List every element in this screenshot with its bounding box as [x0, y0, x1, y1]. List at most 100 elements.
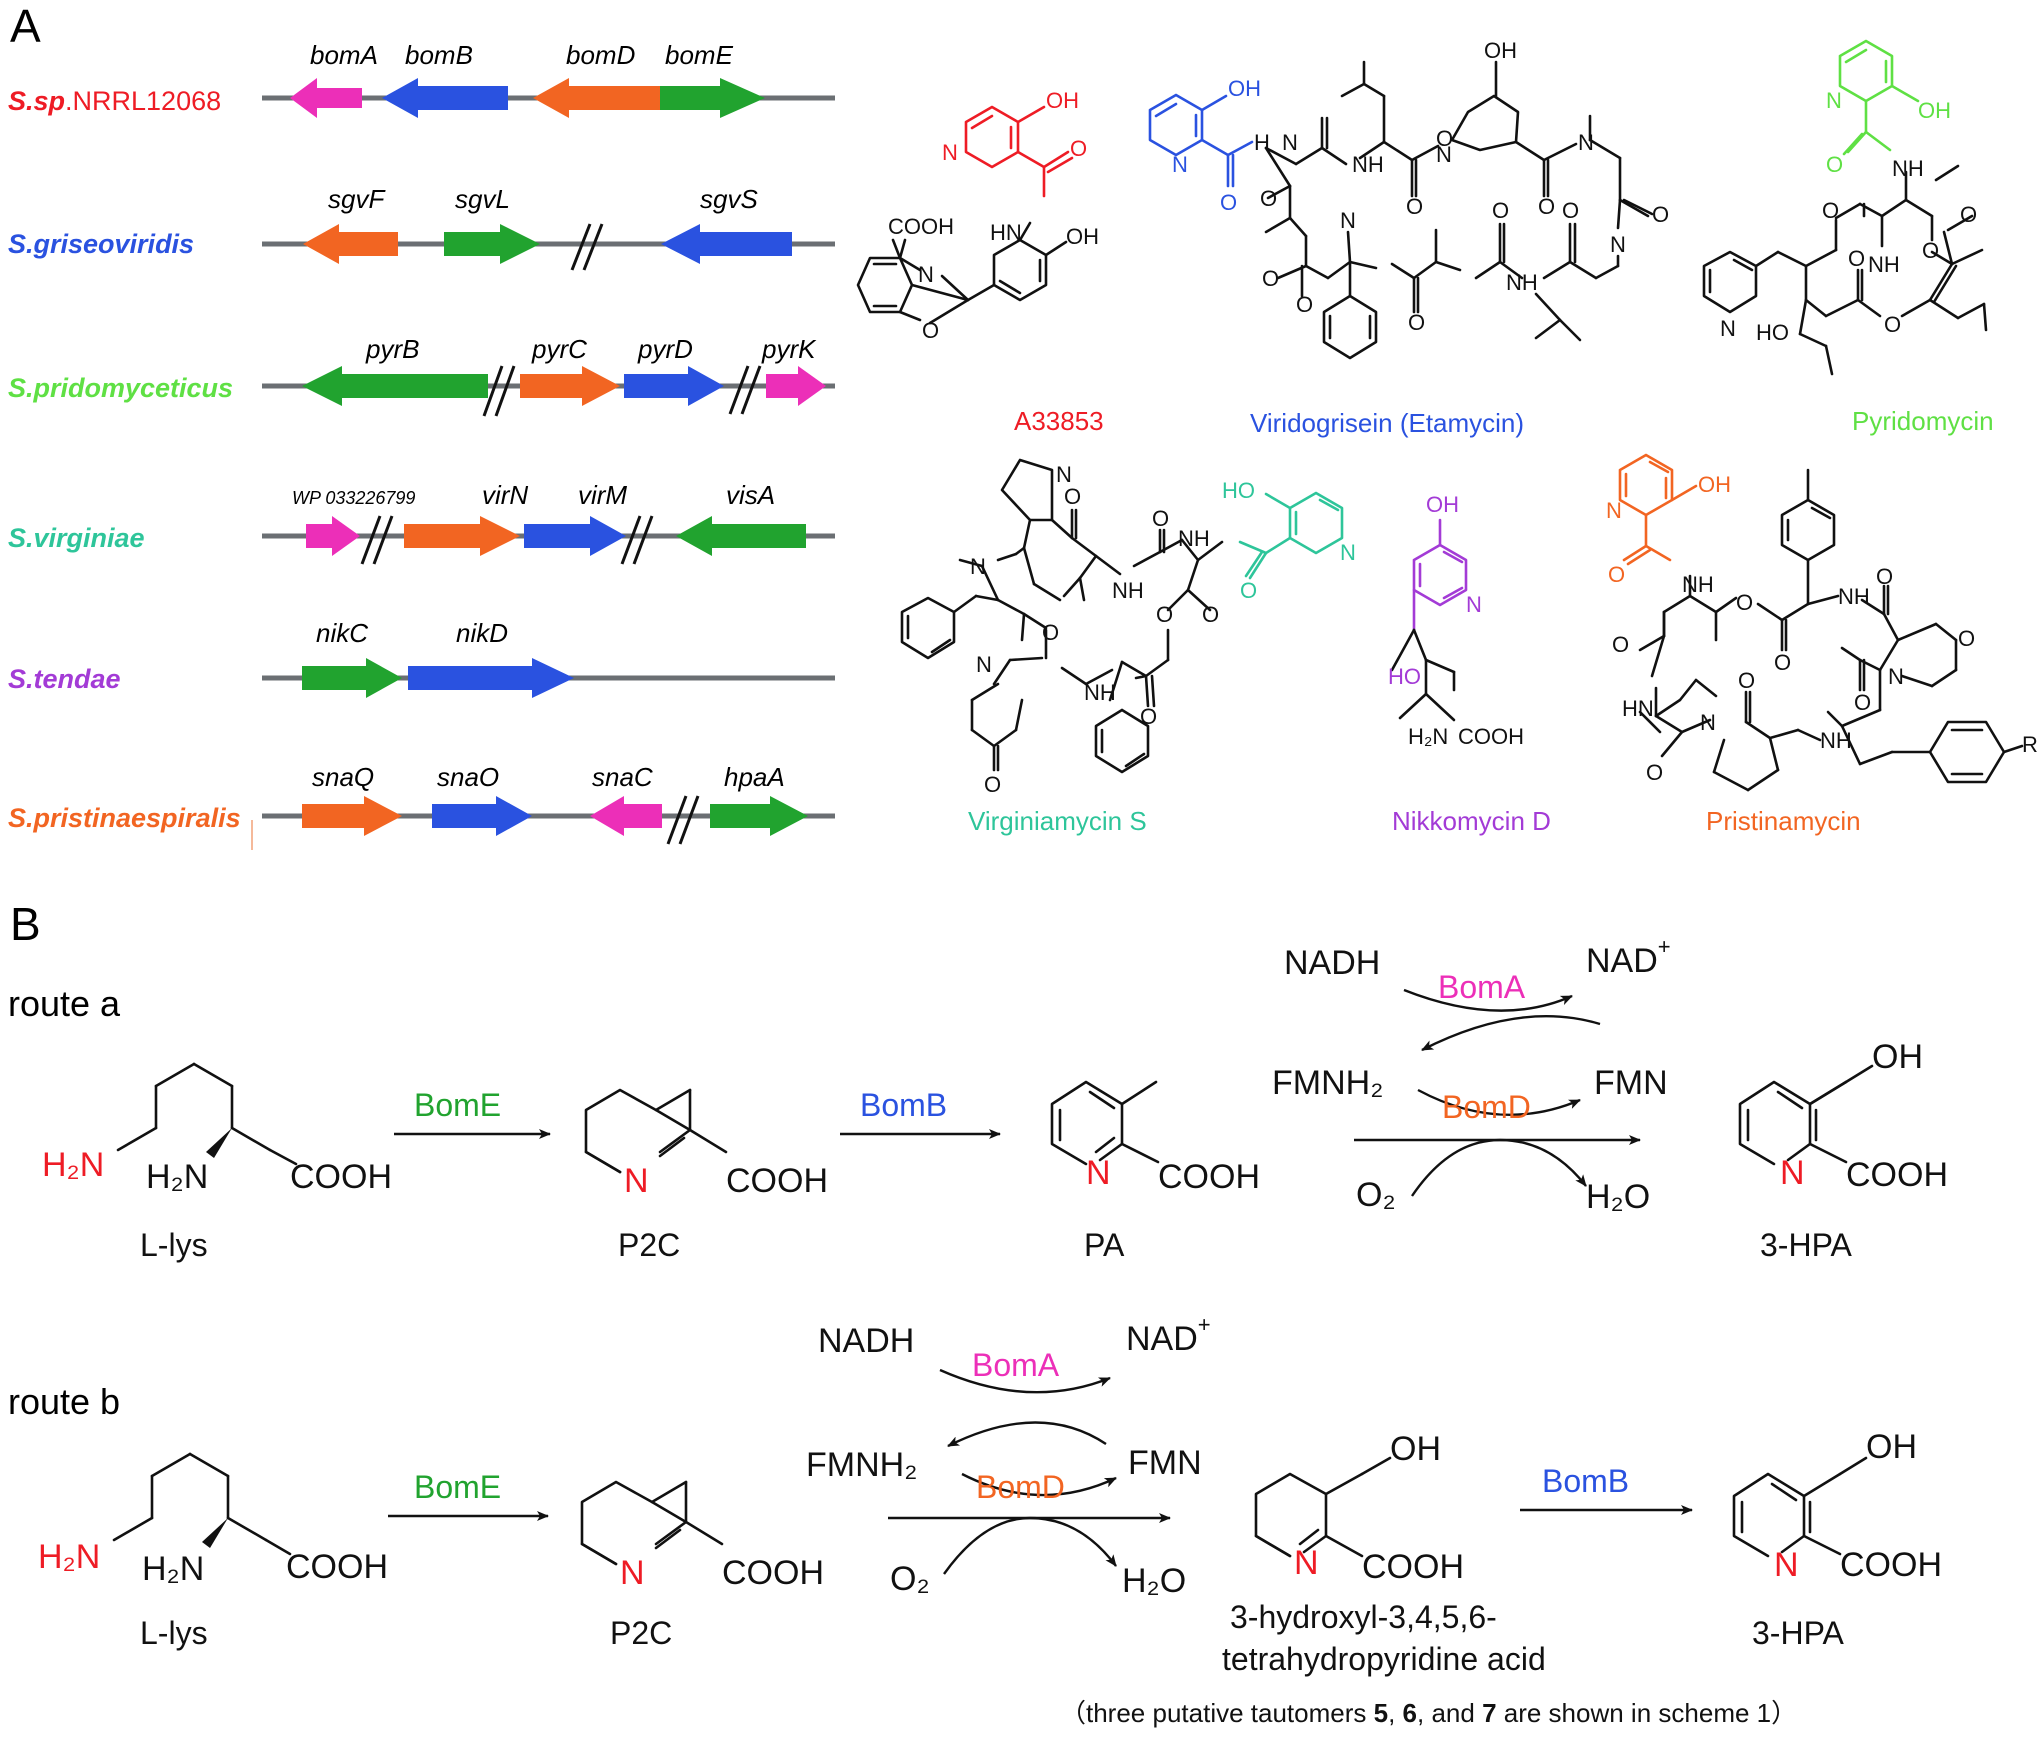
molecule-p2c: N COOH P2C — [580, 1480, 824, 1651]
gene-label: WP 033226799 — [292, 488, 415, 508]
atom-label: O — [1260, 186, 1277, 211]
enzyme-label: BomB — [860, 1087, 947, 1123]
hydroxyl-label: OH — [1872, 1038, 1923, 1076]
atom-label: H₂N — [1408, 724, 1448, 749]
compound-pyridomycin: N OH O — [1702, 39, 1994, 436]
gene-arrow — [404, 516, 520, 556]
atom-label: O — [1960, 202, 1977, 227]
footnote: （three putative tautomers 5, 6, and 7 ar… — [1060, 1698, 1797, 1728]
atom-label: O — [1848, 246, 1865, 271]
gap-break — [678, 795, 700, 845]
gene-arrow — [660, 78, 765, 118]
atom-label: N — [1282, 130, 1298, 155]
cofactor-label: O₂ — [1356, 1176, 1396, 1214]
molecule-pa: N COOH PA — [1050, 1080, 1260, 1263]
cofactor-label: FMNH₂ — [806, 1446, 917, 1484]
atom-label: O — [1922, 238, 1939, 263]
gene-label: virN — [482, 480, 528, 510]
panel-a-letter: A — [10, 0, 41, 52]
gene-arrow — [408, 658, 574, 698]
compound-name: Viridogrisein (Etamycin) — [1250, 408, 1524, 438]
gene-arrow — [710, 796, 808, 836]
atom-label: N — [976, 652, 992, 677]
cofactor-label: FMN — [1594, 1064, 1668, 1102]
atom-label: O — [1436, 126, 1453, 151]
gene-arrow — [524, 516, 626, 556]
gap-break — [728, 365, 750, 415]
atom-label: O — [1562, 198, 1579, 223]
enzyme-label: BomA — [1438, 969, 1526, 1005]
intermediate-label: P2C — [618, 1227, 680, 1263]
gene-label: snaC — [592, 762, 653, 792]
gene-arrow — [520, 366, 620, 406]
gene-label: hpaA — [724, 762, 785, 792]
molecule-3-hpa: N OH COOH 3-HPA — [1738, 1038, 1948, 1263]
atom-label: O — [1202, 602, 1219, 627]
atom-label: N — [1610, 232, 1626, 257]
atom-label: O — [1296, 292, 1313, 317]
route-label: route b — [8, 1381, 120, 1422]
cofactor-label: NADH — [818, 1322, 914, 1360]
atom-label: O — [1492, 198, 1509, 223]
atom-label: O — [1652, 202, 1669, 227]
gene-label: nikD — [456, 618, 508, 648]
gap-break — [494, 365, 516, 417]
intermediate-label: P2C — [610, 1615, 672, 1651]
atom-label: NH — [1838, 584, 1870, 609]
compound-name: A33853 — [1014, 406, 1104, 436]
atom-label: O — [1070, 136, 1087, 161]
gene-arrow — [303, 224, 398, 264]
atom-label: N — [1466, 592, 1482, 617]
carboxyl-label: COOH — [1846, 1156, 1948, 1194]
atom-label: O — [1736, 590, 1753, 615]
atom-label: N — [942, 140, 958, 165]
cofactor-cycle-a: NADH NAD+ BomA FMNH₂ FMN BomD O₂ H₂O — [1272, 934, 1671, 1216]
atom-label: O — [1064, 484, 1081, 509]
atom-label: O — [1822, 198, 1839, 223]
gene-label: bomA — [310, 40, 378, 70]
compound-pristinamycin: N OH O — [1606, 453, 2038, 836]
product-label: 3-HPA — [1760, 1227, 1853, 1263]
molecule-l-lys: H₂N H₂N COOH L-lys — [38, 1452, 388, 1651]
molecule-p2c: N COOH P2C — [584, 1088, 828, 1263]
gene-label: sgvS — [700, 184, 758, 214]
atom-label: O — [1612, 632, 1629, 657]
atom-label: OH — [1426, 492, 1459, 517]
atom-label: OH — [1228, 76, 1261, 101]
gene-label: pyrD — [637, 334, 693, 364]
enzyme-label: BomE — [414, 1469, 501, 1505]
atom-label: N — [1172, 152, 1188, 177]
atom-label: NH — [1820, 728, 1852, 753]
gap-break — [372, 515, 394, 565]
atom-label: O — [1884, 312, 1901, 337]
gap-break — [620, 515, 642, 565]
gene-label: bomB — [405, 40, 473, 70]
substrate-label: L-lys — [140, 1227, 208, 1263]
compound-nikkomycin: OH N HO H₂N COOH Nikkomycin D — [1388, 492, 1551, 836]
atom-label: NH — [1892, 156, 1924, 181]
cluster-row-3: S.pridomyceticus pyrB pyrC pyrD pyrK — [8, 334, 835, 417]
molecule-l-lys: H₂N H₂N COOH L-lys — [42, 1062, 392, 1263]
atom-label: O — [922, 318, 939, 343]
gene-arrow — [302, 366, 488, 406]
carboxyl-label: COOH — [1158, 1158, 1260, 1196]
carboxyl-label: COOH — [726, 1162, 828, 1200]
atom-label: NH — [1682, 572, 1714, 597]
atom-label: HO — [1222, 478, 1255, 503]
carboxyl-label: COOH — [1362, 1548, 1464, 1586]
atom-label: O — [1262, 266, 1279, 291]
atom-label: NH — [1352, 152, 1384, 177]
atom-label: HN — [990, 220, 1022, 245]
intermediate-label: 3-hydroxyl-3,4,5,6- — [1230, 1599, 1497, 1635]
nitrogen-label: N — [1294, 1544, 1319, 1582]
atom-label: HO — [1388, 664, 1421, 689]
gene-arrow — [290, 78, 362, 118]
atom-label: HO — [1756, 320, 1789, 345]
atom-label: N — [1578, 130, 1594, 155]
gene-arrow — [533, 78, 660, 118]
cluster-row-1: S.sp.NRRL12068 bomA bomB bomD bomE — [8, 40, 835, 118]
gene-label: snaO — [437, 762, 499, 792]
atom-label: NH — [1084, 680, 1116, 705]
hydroxyl-label: OH — [1390, 1430, 1441, 1468]
gap-break — [360, 515, 382, 565]
